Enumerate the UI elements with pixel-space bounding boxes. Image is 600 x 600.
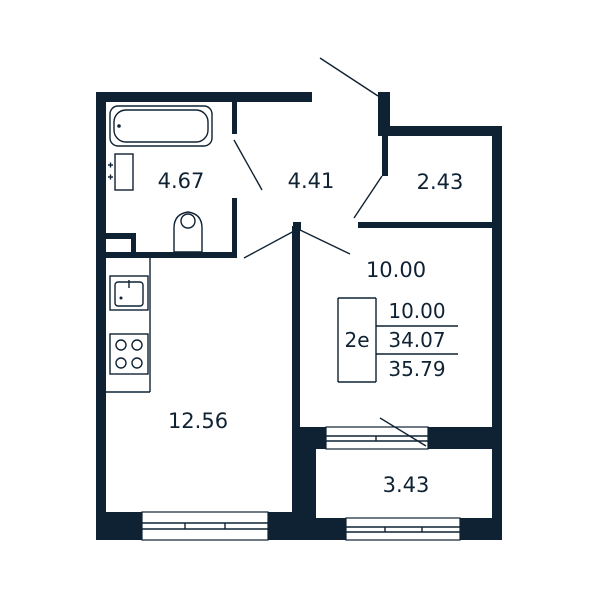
shaft — [106, 233, 136, 239]
total-area: 34.07 — [388, 328, 445, 352]
bathroom-area: 4.67 — [158, 169, 205, 193]
wall-outer-right — [492, 126, 502, 540]
apartment-type: 2е — [344, 328, 369, 352]
wall-outer-left — [96, 92, 106, 540]
door-swings — [233, 57, 427, 447]
hallway-area: 4.41 — [288, 169, 335, 193]
sink-icon — [109, 275, 149, 311]
window-balcony — [345, 517, 461, 541]
door-bathroom — [233, 139, 263, 191]
faucet-icon — [108, 153, 134, 191]
window-kitchen — [141, 511, 269, 541]
wall-top — [96, 92, 312, 102]
door-bedroom — [299, 229, 351, 255]
bathtub-icon — [109, 105, 213, 147]
wall-balcony-left — [300, 449, 316, 540]
wall-balcony-right — [498, 449, 502, 540]
toilet-icon — [173, 211, 203, 253]
wall-bottom-left — [96, 512, 142, 540]
shaft-side — [131, 233, 136, 258]
door-storage — [353, 175, 383, 219]
wall-bath-right-top — [232, 102, 237, 134]
room-labels: 4.67 4.41 2.43 10.00 12.56 3.43 — [158, 169, 464, 497]
wall-storage-bottom — [358, 222, 492, 228]
wall-bath-bottom — [106, 252, 237, 258]
wall-balcony-bottom-left — [300, 518, 346, 540]
door-kitchen — [243, 229, 297, 259]
wall-kitchen-bedroom — [292, 226, 300, 540]
living-area: 10.00 — [388, 299, 445, 323]
stove-icon — [109, 333, 149, 375]
balcony-area: 3.43 — [383, 473, 430, 497]
summary-table: 2е 10.00 34.07 35.79 — [337, 297, 458, 383]
door-entrance — [319, 57, 379, 97]
kitchen-area: 12.56 — [168, 409, 228, 433]
wall-bedroom-bottom-right — [428, 427, 502, 449]
wall-balcony-bottom-right — [460, 518, 502, 540]
wall-bath-right-bottom — [232, 198, 237, 258]
storage-area: 2.43 — [417, 170, 464, 194]
door-balcony — [379, 417, 427, 447]
total-area-with-balcony: 35.79 — [388, 357, 445, 381]
wall-bedroom-bottom-left — [300, 427, 326, 449]
walls — [96, 92, 502, 540]
bedroom-area: 10.00 — [366, 258, 426, 282]
wall-storage-top — [378, 126, 502, 136]
wall-entrance-jamb — [378, 92, 390, 136]
door-post — [293, 222, 301, 230]
wall-storage-left — [382, 136, 388, 176]
